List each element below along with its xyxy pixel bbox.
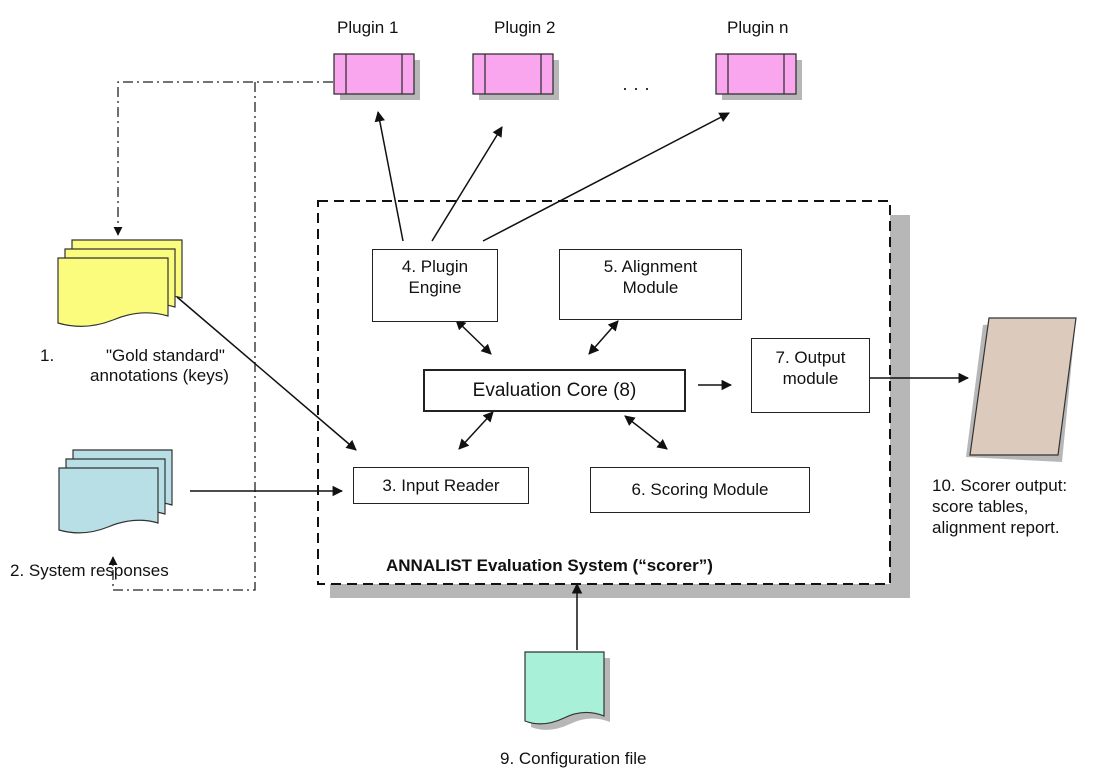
input-reader-box[interactable]: 3. Input Reader xyxy=(353,467,529,504)
evaluation-core-label: Evaluation Core (8) xyxy=(472,380,637,401)
flow-arrows xyxy=(176,110,970,650)
plugin-engine-label-2: Engine xyxy=(408,278,462,297)
plugin-ellipsis: · · · xyxy=(622,78,650,98)
alignment-module-label-2: Module xyxy=(622,278,679,297)
alignment-module-label-1: 5. Alignment xyxy=(603,257,698,276)
output-module-label-2: module xyxy=(782,369,839,388)
configuration-file-label: 9. Configuration file xyxy=(500,749,647,768)
plugin-engine-label-1: 4. Plugin xyxy=(401,257,469,276)
dashdot-connector xyxy=(108,81,333,591)
plugin-1-label: Plugin 1 xyxy=(337,18,399,37)
plugin-n-icon[interactable] xyxy=(715,53,802,100)
system-responses-icon xyxy=(58,449,173,534)
scorer-output-icon xyxy=(966,317,1077,462)
plugin-1-icon[interactable] xyxy=(333,53,420,100)
scorer-output-label-3: alignment report. xyxy=(932,518,1060,537)
evaluation-core-box[interactable]: Evaluation Core (8) xyxy=(423,369,686,412)
plugin-n-label: Plugin n xyxy=(727,18,789,37)
scoring-module-box[interactable]: 6. Scoring Module xyxy=(590,467,810,513)
system-title: ANNALIST Evaluation System (“scorer”) xyxy=(386,556,713,575)
gold-standard-label-2: annotations (keys) xyxy=(90,366,229,385)
configuration-file-icon xyxy=(524,651,610,730)
plugin-2-icon[interactable] xyxy=(472,53,559,100)
scorer-output-label-2: score tables, xyxy=(932,497,1029,516)
scoring-module-label: 6. Scoring Module xyxy=(631,480,769,499)
system-responses-label: 2. System responses xyxy=(10,561,169,580)
scorer-output-label-1: 10. Scorer output: xyxy=(932,476,1068,495)
output-module-label-1: 7. Output xyxy=(775,348,846,367)
alignment-module-box[interactable]: 5. Alignment Module xyxy=(559,249,742,320)
plugin-2-label: Plugin 2 xyxy=(494,18,556,37)
gold-standard-number: 1. xyxy=(40,346,55,365)
gold-standard-label-1: "Gold standard" xyxy=(106,346,225,365)
gold-standard-icon xyxy=(57,239,183,327)
plugin-engine-box[interactable]: 4. Plugin Engine xyxy=(372,249,498,322)
output-module-box[interactable]: 7. Output module xyxy=(751,338,870,413)
input-reader-label: 3. Input Reader xyxy=(382,476,500,495)
